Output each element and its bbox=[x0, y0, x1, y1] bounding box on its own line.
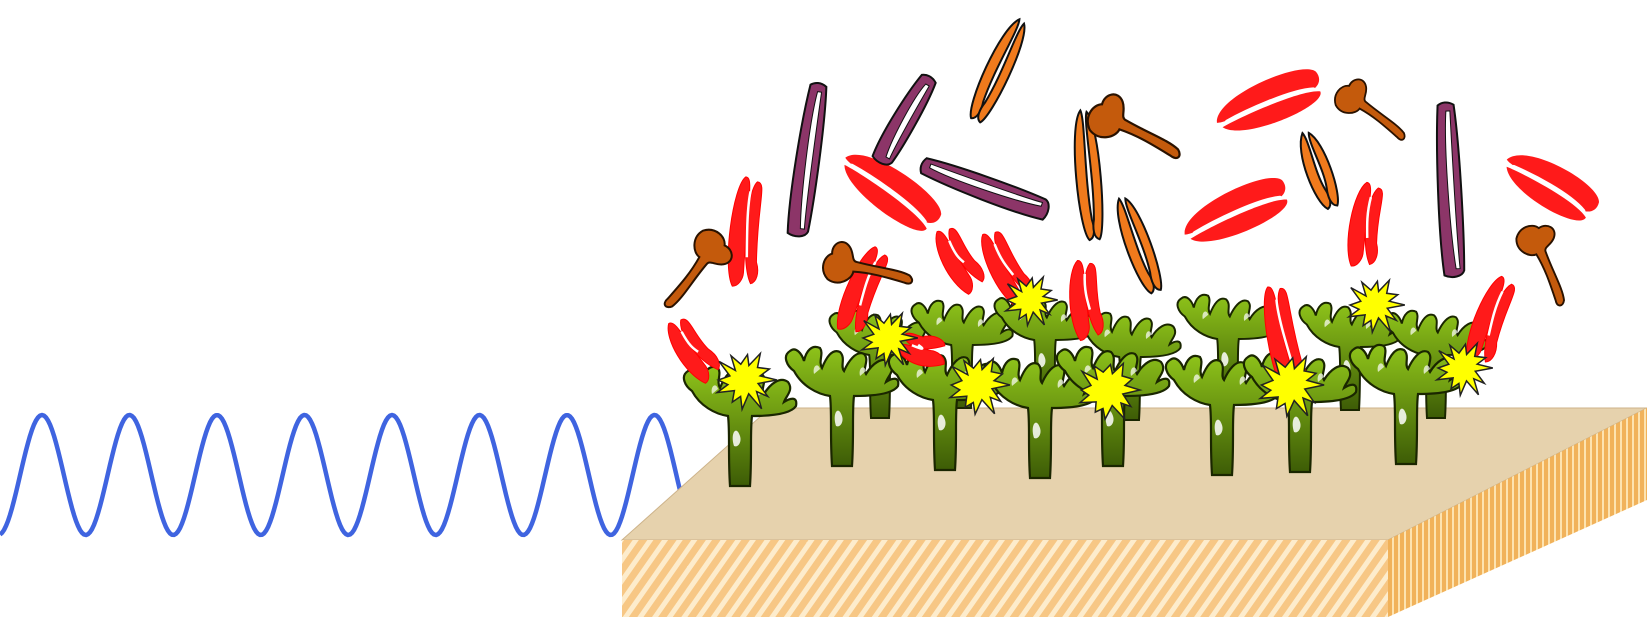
free-purple-molecule bbox=[1433, 102, 1466, 278]
free-brown-molecule bbox=[1512, 217, 1584, 311]
free-orange-molecule bbox=[1110, 194, 1167, 296]
free-brown-molecule bbox=[654, 224, 739, 322]
free-red-molecule bbox=[1209, 64, 1328, 140]
free-brown-molecule bbox=[1330, 73, 1418, 150]
bound-molecule bbox=[725, 176, 766, 288]
free-orange-molecule bbox=[964, 15, 1033, 125]
free-molecules bbox=[654, 15, 1605, 321]
free-orange-molecule bbox=[1293, 128, 1343, 212]
free-red-molecule bbox=[1176, 172, 1295, 251]
substrate-slab bbox=[622, 408, 1647, 617]
free-purple-molecule bbox=[785, 81, 830, 237]
free-red-molecule bbox=[1497, 138, 1605, 232]
free-purple-molecule bbox=[870, 70, 940, 168]
incident-light-wave bbox=[0, 415, 700, 535]
bound-molecule bbox=[927, 222, 989, 298]
bound-molecule bbox=[1344, 181, 1387, 270]
slab-front-face bbox=[622, 540, 1388, 617]
